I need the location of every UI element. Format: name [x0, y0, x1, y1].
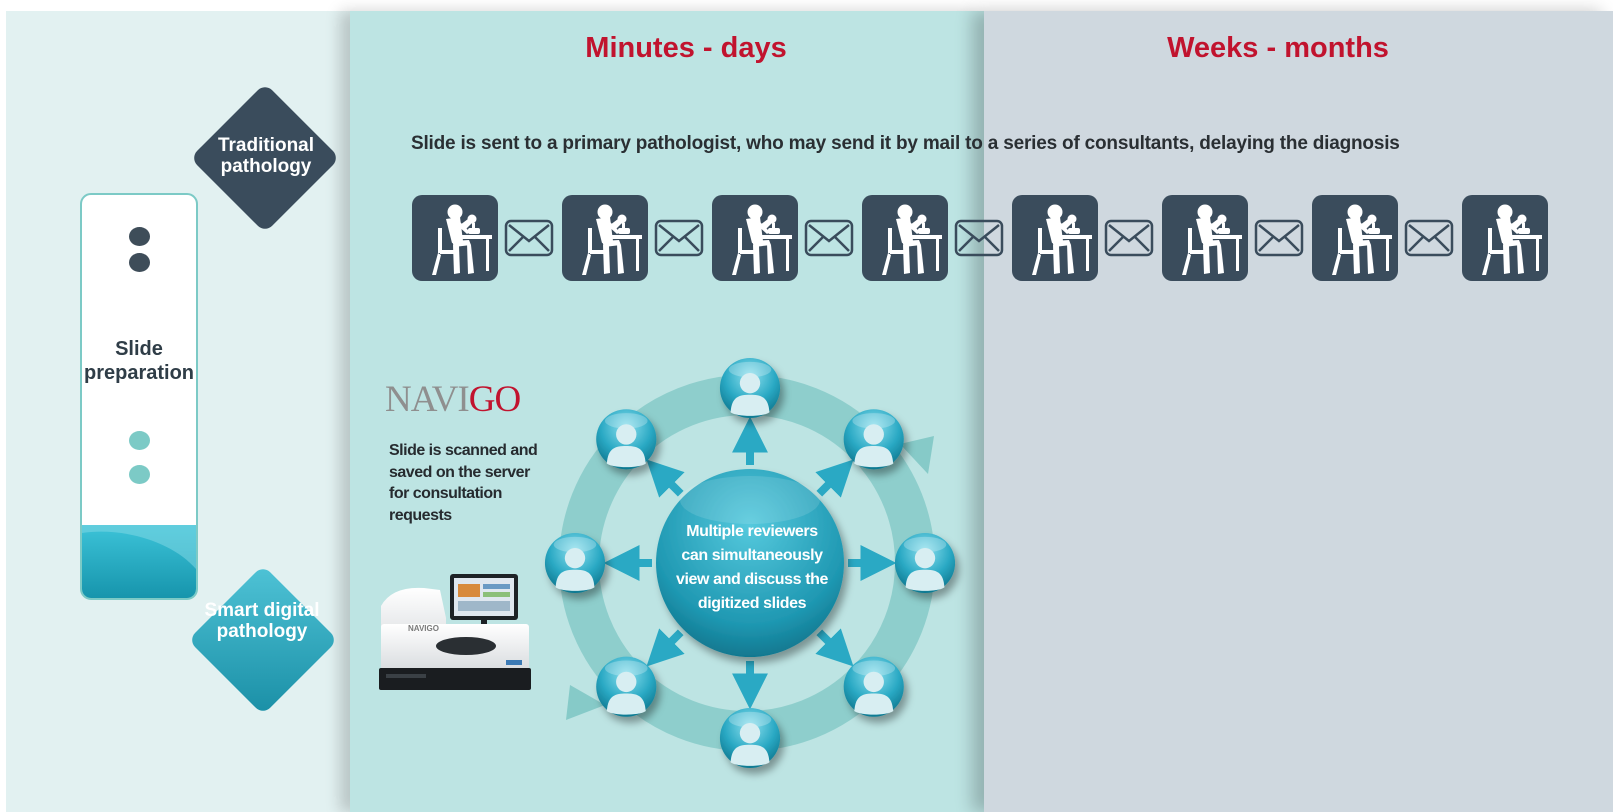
envelope-icon	[954, 219, 1004, 257]
reviewer-avatar-icon	[843, 656, 904, 717]
pathologist-icon	[712, 195, 798, 281]
screen-bar	[483, 584, 510, 589]
shared-review-hub	[656, 469, 844, 657]
slide-glass: Slide preparation	[80, 193, 198, 600]
envelope-icon	[1404, 219, 1454, 257]
scanner-light	[506, 660, 522, 665]
pathologist-icon	[1162, 195, 1248, 281]
envelope-icon	[1254, 219, 1304, 257]
screen-panel	[458, 601, 510, 611]
spoke-arrow	[646, 459, 685, 498]
spoke-arrow	[815, 459, 854, 498]
slide-preparation-label: Slide preparation	[83, 338, 195, 384]
pathologist-icon	[1012, 195, 1098, 281]
reviewer-avatar-icon	[843, 409, 904, 470]
weeks-months-panel	[984, 11, 1613, 812]
reviewer-avatar-icon	[719, 357, 781, 419]
slide-dot	[129, 465, 150, 484]
screen-bar	[483, 592, 510, 597]
reviewer-avatar-icon	[596, 656, 657, 717]
minutes-days-heading: Minutes - days	[585, 32, 787, 64]
reviewer-avatar-icon	[544, 532, 606, 594]
reviewer-spokes	[603, 416, 897, 710]
scanner-footer	[379, 668, 531, 690]
cycle-arrowhead	[566, 685, 605, 720]
scan-description: Slide is scanned and saved on the server…	[389, 442, 538, 524]
navigo-logo-prefix: NAVI	[385, 379, 470, 420]
weeks-months-heading: Weeks - months	[1167, 32, 1389, 64]
scanner-vent	[386, 674, 426, 678]
scanner-tray	[436, 637, 496, 655]
screen-image	[458, 584, 480, 597]
smart-digital-pathology-label: Smart digital pathology	[204, 600, 320, 642]
slide-dot	[129, 253, 150, 272]
traditional-caption: Slide is sent to a primary pathologist, …	[411, 133, 1400, 154]
envelope-icon	[804, 219, 854, 257]
envelope-icon	[504, 219, 554, 257]
reviewer-avatar-icon	[894, 532, 956, 594]
pathologist-icon	[862, 195, 948, 281]
navigo-logo-suffix: GO	[468, 379, 521, 420]
envelope-icon	[654, 219, 704, 257]
hub-highlight	[680, 476, 820, 524]
pathologist-icon	[562, 195, 648, 281]
pathologist-icon	[1462, 195, 1548, 281]
pathologist-icon	[412, 195, 498, 281]
cycle-arrowhead	[900, 436, 934, 474]
reviewer-avatar-icon	[596, 409, 657, 470]
envelope-icon	[1104, 219, 1154, 257]
slide-label-area	[82, 525, 196, 598]
navigo-logo: NAVIGO	[385, 378, 521, 421]
center-description: Multiple reviewers can simultaneously vi…	[675, 523, 829, 612]
spoke-arrow	[815, 628, 854, 667]
slide-dot	[129, 227, 150, 246]
navigo-scanner: NAVIGO	[379, 574, 531, 690]
scanner-badge: NAVIGO	[408, 624, 439, 633]
traditional-pathology-label: Traditional pathology	[217, 135, 315, 177]
pathologist-chain	[412, 195, 1548, 281]
reviewer-avatar-icon	[719, 707, 781, 769]
pathologist-icon	[1312, 195, 1398, 281]
spoke-arrow	[646, 628, 685, 667]
slide-dot	[129, 431, 150, 450]
